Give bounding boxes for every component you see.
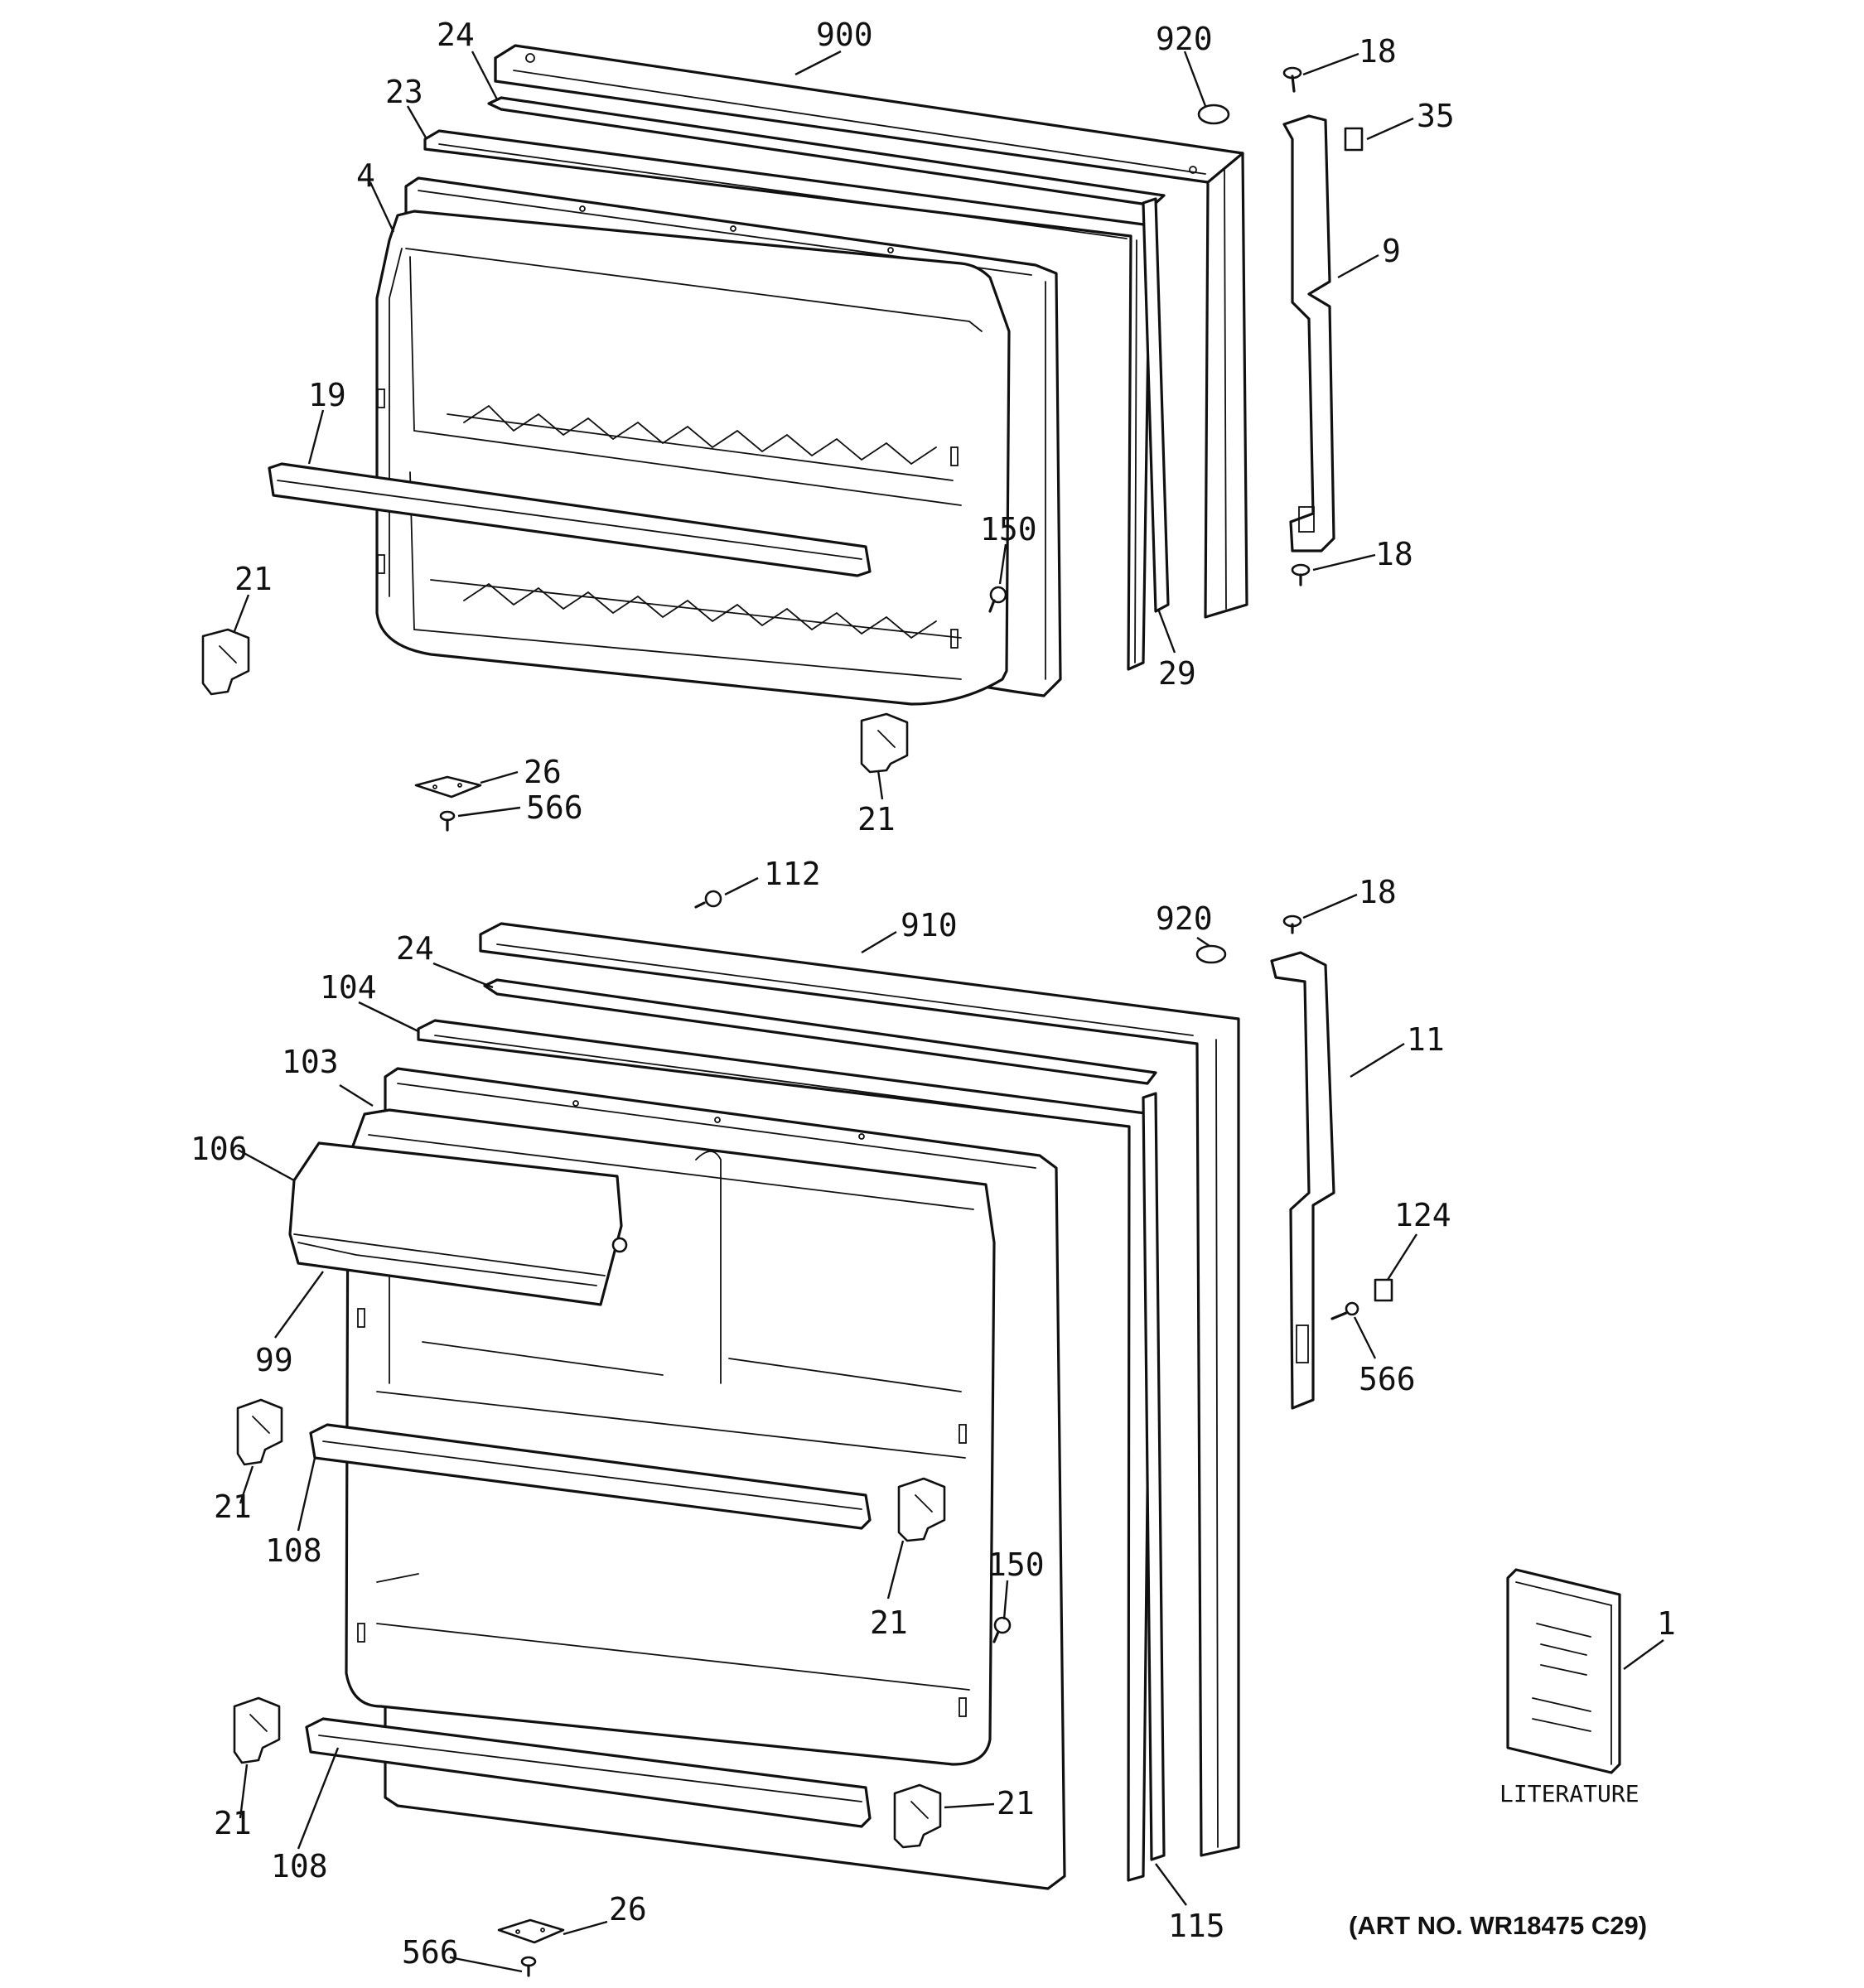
callout-label: 150 bbox=[980, 511, 1037, 548]
callout-label: 150 bbox=[988, 1546, 1045, 1583]
callout-label: 566 bbox=[526, 789, 583, 826]
screw-icon-112 bbox=[694, 890, 722, 909]
fresh-food-outer-door-panel bbox=[479, 922, 1240, 1857]
callout-label: 21 bbox=[214, 1805, 252, 1841]
door-stop-clip-fresh-left-lower bbox=[233, 1696, 281, 1764]
door-stop-clip-freezer-right bbox=[860, 712, 909, 774]
door-stop-clip-fresh-right-lower bbox=[893, 1783, 942, 1849]
screw-icon-fresh-food-top bbox=[1282, 914, 1302, 934]
callout-label: 11 bbox=[1407, 1021, 1445, 1058]
freezer-liner-tub bbox=[375, 205, 1011, 706]
callout-label: 24 bbox=[396, 930, 434, 967]
callout-label: 103 bbox=[282, 1044, 339, 1080]
callout-label: 18 bbox=[1359, 874, 1397, 910]
screw-icon-fresh-food-150 bbox=[992, 1616, 1012, 1643]
callout-label: 21 bbox=[214, 1489, 252, 1525]
literature-booklet bbox=[1506, 1568, 1621, 1774]
screw-icon-freezer-150 bbox=[988, 586, 1007, 613]
callout-label: 26 bbox=[609, 1891, 647, 1928]
callout-label: 124 bbox=[1394, 1197, 1451, 1233]
freezer-seal-strip bbox=[487, 96, 1166, 207]
callout-label: 24 bbox=[437, 17, 475, 53]
callout-label: 566 bbox=[402, 1934, 459, 1971]
literature-caption: LITERATURE bbox=[1499, 1780, 1639, 1807]
fresh-food-hinge-bracket bbox=[1270, 951, 1335, 1410]
callout-label: 21 bbox=[870, 1604, 908, 1641]
callout-label: 910 bbox=[901, 907, 958, 943]
callout-label: 108 bbox=[271, 1848, 328, 1884]
freezer-cap-35 bbox=[1344, 127, 1364, 152]
callout-label: 104 bbox=[320, 969, 377, 1006]
freezer-door-assembly bbox=[201, 44, 1364, 832]
screw-icon-566-hinge bbox=[1330, 1301, 1359, 1320]
fresh-food-door-bin-106 bbox=[288, 1141, 628, 1306]
callout-label: 18 bbox=[1375, 536, 1413, 572]
callout-label: 9 bbox=[1382, 233, 1401, 269]
fresh-food-shelf-bar-lower bbox=[305, 1717, 872, 1828]
freezer-outer-door-panel bbox=[494, 44, 1248, 619]
callout-label: 566 bbox=[1359, 1361, 1416, 1397]
callout-label: 23 bbox=[385, 74, 423, 110]
callout-label: 21 bbox=[997, 1785, 1035, 1822]
fresh-food-hinge-plate bbox=[497, 1918, 565, 1944]
fresh-food-gasket-frame bbox=[417, 1019, 1153, 1882]
fresh-food-callouts: 112 910 920 18 24 104 103 11 106 124 99 … bbox=[191, 856, 1676, 1971]
callout-label: 18 bbox=[1359, 33, 1397, 70]
callout-label: 21 bbox=[857, 801, 896, 837]
clip-124 bbox=[1374, 1278, 1393, 1302]
callout-label: 19 bbox=[308, 377, 346, 413]
freezer-gasket-frame bbox=[423, 129, 1152, 671]
callout-label: 21 bbox=[234, 561, 273, 597]
fresh-food-side-seal-strip bbox=[1142, 1092, 1166, 1861]
callout-label: 920 bbox=[1156, 900, 1213, 937]
freezer-shelf-ribs-lower bbox=[463, 582, 937, 639]
callout-label: 900 bbox=[816, 17, 873, 53]
screw-icon-freezer-566 bbox=[439, 810, 456, 832]
callout-label: 29 bbox=[1158, 655, 1196, 692]
freezer-shelf-bar bbox=[268, 462, 872, 577]
screw-icon-fresh-food-566 bbox=[520, 1956, 537, 1977]
freezer-shelf-ribs-upper bbox=[463, 404, 937, 466]
callout-label: 112 bbox=[764, 856, 821, 892]
freezer-plug-920 bbox=[1197, 104, 1230, 125]
callout-label: 106 bbox=[191, 1131, 248, 1167]
door-stop-clip-freezer-left bbox=[201, 628, 250, 696]
fresh-food-plug-920 bbox=[1195, 944, 1227, 964]
art-number: (ART NO. WR18475 C29) bbox=[1349, 1911, 1647, 1940]
callout-label: 99 bbox=[255, 1342, 293, 1378]
callout-label: 1 bbox=[1657, 1605, 1676, 1642]
callout-label: 26 bbox=[524, 754, 562, 790]
leader-lines bbox=[233, 50, 1664, 1973]
callout-label: 108 bbox=[265, 1532, 322, 1569]
callout-label: 115 bbox=[1168, 1908, 1225, 1944]
door-stop-clip-fresh-right-upper bbox=[897, 1477, 946, 1542]
screw-icon-freezer-bottom bbox=[1291, 563, 1311, 586]
fresh-food-door-assembly bbox=[233, 890, 1393, 1977]
fresh-food-seal-strip bbox=[483, 978, 1157, 1085]
callout-label: 4 bbox=[356, 157, 375, 194]
callout-label: 920 bbox=[1156, 21, 1213, 57]
freezer-hinge-plate bbox=[414, 775, 482, 799]
door-stop-clip-fresh-left-upper bbox=[236, 1398, 283, 1466]
screw-icon-freezer-top bbox=[1282, 66, 1302, 93]
freezer-callouts: 24 900 920 18 35 23 4 9 19 150 18 21 29 … bbox=[234, 17, 1455, 837]
freezer-side-seal-strip bbox=[1142, 197, 1170, 613]
callout-label: 35 bbox=[1417, 98, 1455, 134]
freezer-hinge-bracket bbox=[1282, 114, 1335, 552]
